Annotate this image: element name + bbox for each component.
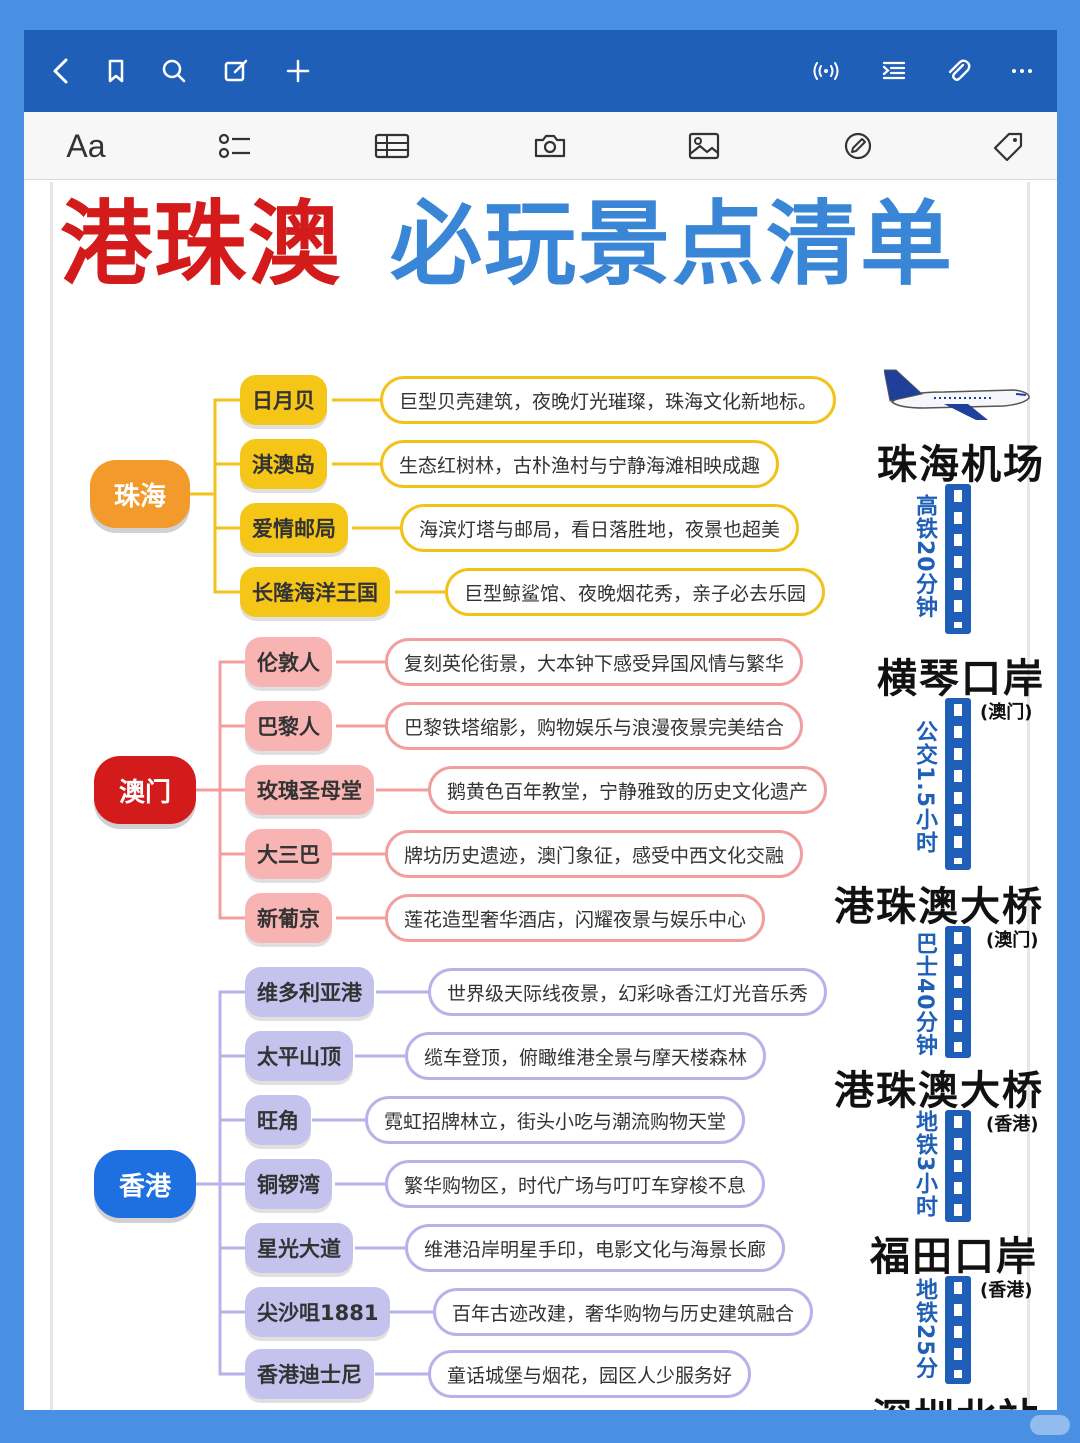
spot-name[interactable]: 维多利亚港 [245, 967, 374, 1017]
spot-desc: 繁华购物区，时代广场与叮叮车穿梭不息 [385, 1160, 766, 1208]
note-content: 港珠澳 必玩景点清单 珠海 日月贝 巨型贝壳建筑，夜晚灯光璀璨，珠海文化新地标。… [50, 182, 1043, 1410]
spot-desc: 巴黎铁塔缩影，购物娱乐与浪漫夜景完美结合 [385, 702, 804, 750]
attachment-icon[interactable] [936, 49, 980, 93]
spot-desc: 维港沿岸明星手印，电影文化与海景长廊 [405, 1224, 786, 1272]
table-icon[interactable] [370, 126, 414, 166]
route-segment-label: 地铁25分 [912, 1278, 937, 1380]
bookmark-icon[interactable] [94, 49, 138, 93]
spot-name[interactable]: 爱情邮局 [240, 503, 348, 553]
station-label: 珠海机场 [877, 442, 1045, 488]
spot-name[interactable]: 长隆海洋王国 [240, 567, 390, 617]
image-icon[interactable] [682, 126, 726, 166]
text-style-label: Aa [66, 127, 106, 164]
spot-desc: 巨型鲸鲨馆、夜晚烟花秀，亲子必去乐园 [445, 568, 826, 616]
route-segment [945, 1276, 971, 1384]
title-part2: 必玩景点清单 [390, 191, 955, 298]
station-sub-label: (香港) [986, 1114, 1039, 1135]
spot-name[interactable]: 淇澳岛 [240, 439, 327, 489]
spot-name[interactable]: 新葡京 [245, 893, 332, 943]
checklist-icon[interactable] [214, 126, 258, 166]
spot-name[interactable]: 旺角 [245, 1095, 311, 1145]
region-label[interactable]: 珠海 [90, 460, 190, 528]
page-title: 港珠澳 必玩景点清单 [50, 190, 1030, 300]
tag-icon[interactable] [986, 126, 1030, 166]
add-icon[interactable] [276, 49, 320, 93]
airplane-icon [884, 369, 1030, 420]
route-segment [945, 698, 971, 870]
route-segment-label: 地铁3小时 [912, 1110, 937, 1219]
format-toolbar: Aa [24, 112, 1057, 180]
station-sub-label: (澳门) [986, 930, 1039, 951]
spot-desc: 霓虹招牌林立，街头小吃与潮流购物天堂 [365, 1096, 746, 1144]
route-segment [945, 926, 971, 1058]
camera-icon[interactable] [528, 126, 572, 166]
spot-name[interactable]: 伦敦人 [245, 637, 332, 687]
spot-desc: 莲花造型奢华酒店，闪耀夜景与娱乐中心 [385, 894, 766, 942]
spot-name[interactable]: 日月贝 [240, 375, 327, 425]
more-icon[interactable] [1000, 49, 1044, 93]
draw-icon[interactable] [836, 126, 880, 166]
route-segment [945, 484, 971, 634]
station-label: 横琴口岸 [877, 656, 1045, 702]
spot-desc: 世界级天际线夜景，幻彩咏香江灯光音乐秀 [428, 968, 828, 1016]
broadcast-icon[interactable] [804, 49, 848, 93]
edit-icon[interactable] [214, 49, 258, 93]
spot-name[interactable]: 铜锣湾 [245, 1159, 332, 1209]
station-sub-label: (澳门) [980, 702, 1033, 723]
spot-desc: 牌坊历史遗迹，澳门象征，感受中西文化交融 [385, 830, 804, 878]
search-icon[interactable] [152, 49, 196, 93]
spot-desc: 复刻英伦街景，大本钟下感受异国风情与繁华 [385, 638, 804, 686]
route-segment-label: 高铁20分钟 [912, 494, 937, 619]
mindmap-connectors [190, 398, 445, 1376]
spot-name[interactable]: 太平山顶 [245, 1031, 353, 1081]
outline-icon[interactable] [872, 49, 916, 93]
route-segment [945, 1110, 971, 1222]
region-label[interactable]: 澳门 [94, 756, 196, 824]
route-segment-label: 巴士40分钟 [912, 932, 937, 1057]
watermark [1030, 1415, 1070, 1435]
spot-desc: 缆车登顶，俯瞰维港全景与摩天楼森林 [405, 1032, 767, 1080]
station-sub-label: (香港) [980, 1280, 1033, 1301]
spot-name[interactable]: 香港迪士尼 [245, 1349, 374, 1399]
region-label[interactable]: 香港 [94, 1150, 196, 1218]
spot-name[interactable]: 星光大道 [245, 1223, 353, 1273]
spot-desc: 童话城堡与烟花，园区人少服务好 [428, 1350, 752, 1398]
app-window: Aa 港珠澳 必玩景点清单 [24, 30, 1057, 1410]
spot-desc: 百年古迹改建，奢华购物与历史建筑融合 [433, 1288, 814, 1336]
spot-desc: 鹅黄色百年教堂，宁静雅致的历史文化遗产 [428, 766, 828, 814]
title-part1: 港珠澳 [60, 191, 343, 298]
route-segment-label: 公交1.5小时 [912, 720, 937, 854]
text-style-button[interactable]: Aa [56, 126, 116, 166]
spot-name[interactable]: 玫瑰圣母堂 [245, 765, 374, 815]
top-toolbar [24, 30, 1057, 112]
station-label: 福田口岸 [870, 1234, 1038, 1280]
spot-name[interactable]: 大三巴 [245, 829, 332, 879]
station-label: 港珠澳大桥 [834, 884, 1044, 930]
spot-name[interactable]: 尖沙咀1881 [245, 1287, 391, 1337]
spot-desc: 巨型贝壳建筑，夜晚灯光璀璨，珠海文化新地标。 [380, 376, 837, 424]
station-label: 港珠澳大桥 [834, 1068, 1044, 1114]
back-icon[interactable] [40, 49, 84, 93]
station-label: 深圳北站 [872, 1386, 1040, 1410]
spot-desc: 生态红树林，古朴渔村与宁静海滩相映成趣 [380, 440, 780, 488]
spot-name[interactable]: 巴黎人 [245, 701, 332, 751]
spot-desc: 海滨灯塔与邮局，看日落胜地，夜景也超美 [400, 504, 800, 552]
